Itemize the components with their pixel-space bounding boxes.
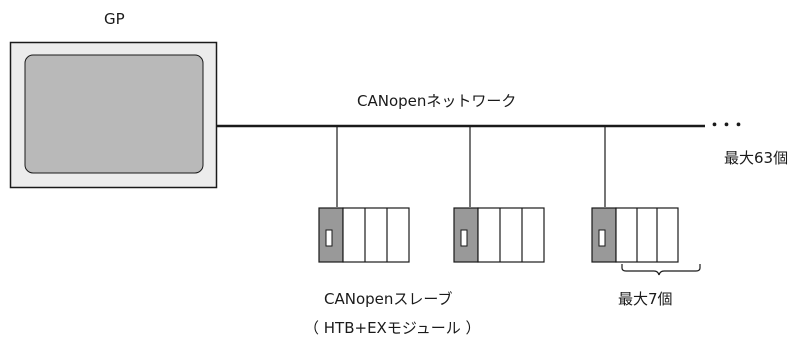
slave-body <box>342 207 410 263</box>
slave-indicator <box>598 229 606 247</box>
slave-module-2 <box>453 207 545 263</box>
slave-indicator <box>325 229 333 247</box>
slave-body <box>477 207 545 263</box>
network-label: CANopenネットワーク <box>357 92 517 110</box>
slave-indicator <box>460 229 468 247</box>
expansion-max-label: 最大7個 <box>618 290 673 308</box>
gp-label: GP <box>104 10 125 28</box>
max-devices-label: 最大63個 <box>724 149 789 167</box>
slave-caption-line2: （ HTB+EXモジュール ） <box>304 319 481 337</box>
slave-module-1 <box>318 207 410 263</box>
gp-screen <box>24 54 204 174</box>
slave-body <box>615 207 679 263</box>
gp-terminal <box>9 41 218 189</box>
expansion-bracket <box>621 264 701 276</box>
slave-module-3 <box>591 207 679 263</box>
continuation-dots: ・・・ <box>707 116 746 134</box>
slave-caption-line1: CANopenスレーブ <box>324 290 453 308</box>
